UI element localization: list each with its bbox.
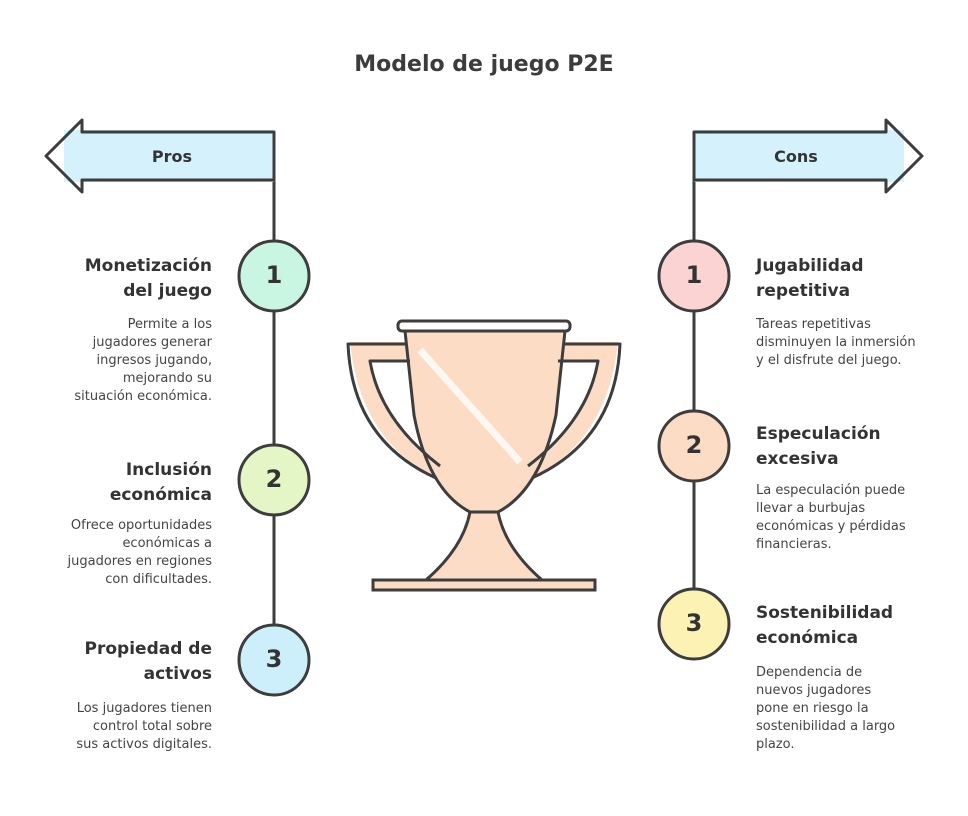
diagram-title: Modelo de juego P2E bbox=[354, 52, 614, 77]
pros-circle-3 bbox=[237, 623, 311, 697]
cons-circle-2 bbox=[657, 409, 731, 483]
pros-circle-2 bbox=[237, 443, 311, 517]
cons-number-2: 2 bbox=[685, 431, 703, 459]
pros-arrow bbox=[44, 118, 276, 194]
cons-circle-3 bbox=[657, 587, 731, 661]
trophy-icon bbox=[346, 319, 622, 592]
pros-number-2: 2 bbox=[265, 465, 283, 493]
cons-label: Cons bbox=[774, 147, 818, 166]
cons-circle-1 bbox=[657, 239, 731, 313]
pros-circle-1 bbox=[237, 239, 311, 313]
cons-number-1: 1 bbox=[685, 261, 703, 289]
pros-label: Pros bbox=[151, 147, 193, 166]
cons-arrow bbox=[692, 118, 924, 194]
pros-number-3: 3 bbox=[265, 645, 283, 673]
cons-number-3: 3 bbox=[685, 609, 703, 637]
pros-number-1: 1 bbox=[265, 261, 283, 289]
